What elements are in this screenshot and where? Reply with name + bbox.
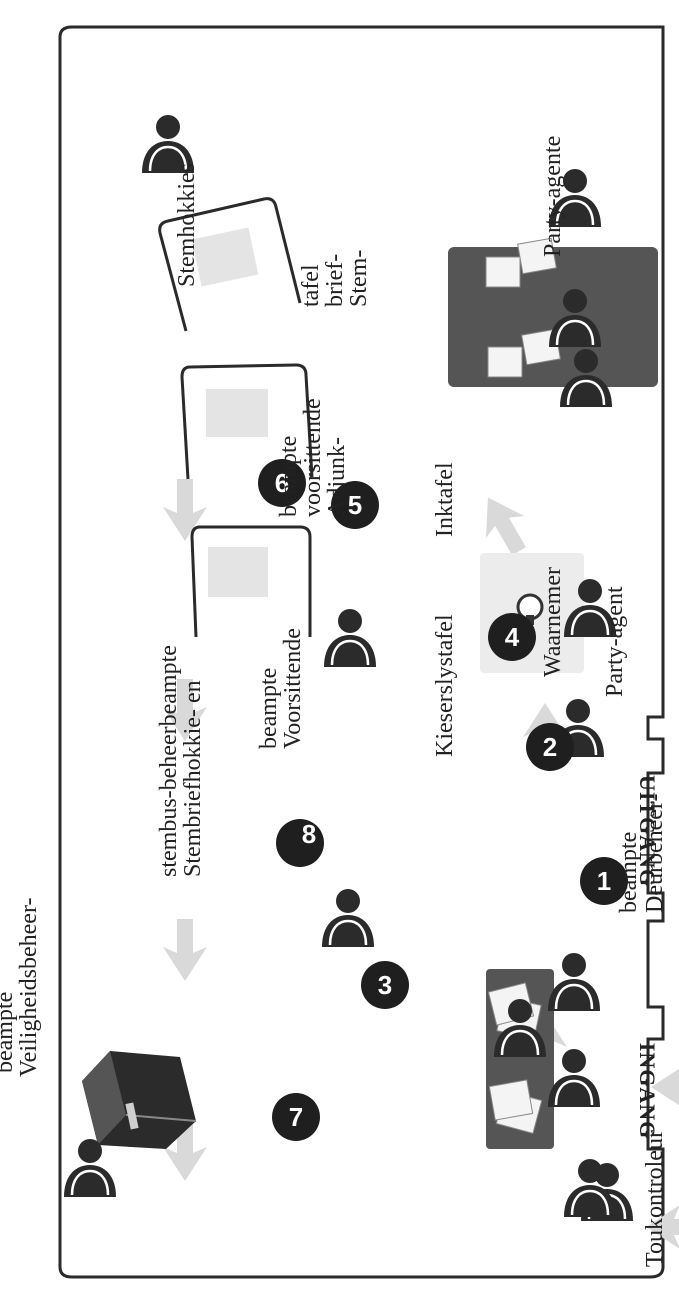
step-4: 4 — [505, 622, 520, 652]
person-icon — [322, 607, 378, 669]
arrow-icon — [163, 919, 207, 981]
arrow-icon — [163, 479, 207, 541]
diagram-labels: Toukontroleur Deurbeheer- beampte Party-… — [0, 136, 668, 1267]
label-adjunk-1: Adjunk- — [324, 437, 350, 517]
room-wall — [58, 25, 665, 1279]
label-stembrief-2: brief- — [322, 254, 348, 307]
label-deurbeheer-1: Deurbeheer- — [642, 794, 668, 913]
label-toukontroleur: Toukontroleur — [642, 1130, 668, 1267]
label-stembus-2: stembus-beheerbeampte — [156, 645, 182, 877]
label-party-agente: Party-agente — [540, 136, 566, 257]
booth-interior — [191, 227, 268, 597]
label-waarnemer: Waarnemer — [540, 567, 566, 677]
step-1: 1 — [597, 866, 611, 896]
step-badges: 1 2 3 4 5 6 7 8 — [258, 459, 628, 1141]
step-2: 2 — [543, 732, 557, 762]
ingang-label: INGANG — [635, 1043, 660, 1139]
label-adjunk-2: voorsittende — [300, 398, 326, 517]
label-adjunk-3: beampte — [276, 436, 302, 517]
label-voorsittende-1: Voorsittende — [280, 628, 306, 749]
step-6: 6 — [275, 468, 289, 498]
arrow-icon — [468, 486, 539, 563]
label-stembus-1: Stembriefhokkie- en — [180, 680, 206, 877]
label-veiligheid-1: Veiligheidsbeheer- — [16, 898, 42, 1077]
label-inktafel: Inktafel — [432, 462, 458, 537]
ballot-box-icon — [82, 1051, 197, 1149]
label-stembrief-1: Stem- — [346, 250, 372, 307]
label-deurbeheer-2: beampte — [616, 832, 642, 913]
person-icon — [546, 951, 602, 1013]
label-stemhokkies: Stemhokkies — [174, 163, 200, 287]
label-veiligheid-2: beampte — [0, 992, 18, 1073]
step-3: 3 — [378, 970, 392, 1000]
step-5: 5 — [348, 490, 362, 520]
label-party-agent: Party-agent — [602, 586, 628, 697]
person-icon — [62, 1137, 118, 1199]
label-voorsittende-2: beampte — [256, 668, 282, 749]
voting-booth-icon — [158, 197, 314, 638]
label-stembrief-3: tafel — [298, 264, 324, 307]
flow-arrows — [163, 310, 679, 1249]
label-kieserslystafel: Kieserslystafel — [432, 614, 458, 757]
uitgang-label: UITGANG — [635, 775, 660, 887]
step-7: 7 — [289, 1102, 303, 1132]
person-icon — [546, 1047, 602, 1109]
person-icon — [320, 887, 376, 949]
step-8: 8 — [302, 819, 316, 849]
